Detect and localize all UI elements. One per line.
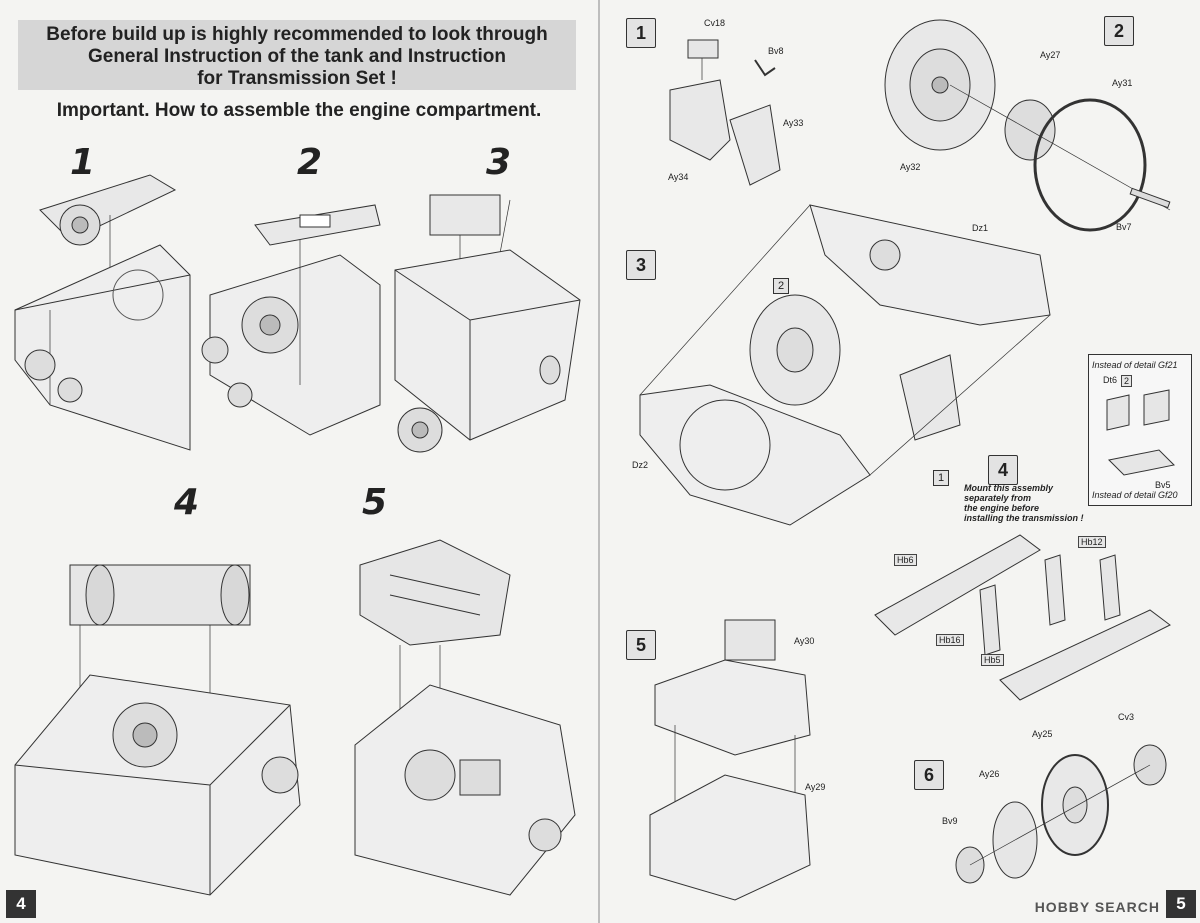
notice-text: Before build up is highly recommended to… bbox=[18, 24, 576, 90]
page-number: 5 bbox=[1166, 890, 1196, 918]
notice-line: for Transmission Set ! bbox=[197, 68, 397, 89]
hull-drawing-step4 bbox=[10, 535, 305, 905]
watermark: HOBBY SEARCH bbox=[1034, 899, 1160, 915]
part-label: Bv9 bbox=[942, 816, 958, 826]
part-label: Bv7 bbox=[1116, 222, 1132, 232]
part-label: Cv3 bbox=[1118, 712, 1135, 722]
step-number: 6 bbox=[914, 760, 944, 790]
step-number: 5 bbox=[626, 630, 656, 660]
notice-line: General Instruction of the tank and Inst… bbox=[87, 46, 507, 67]
alternative-detail-box bbox=[1088, 354, 1192, 506]
part-label: Hb5 bbox=[981, 654, 1004, 666]
part-label: Ay33 bbox=[783, 118, 804, 128]
part-label: Bv5 bbox=[1155, 480, 1171, 490]
fan-drawing bbox=[875, 10, 1185, 235]
instead-gf21-label: Instead of detail Gf21 bbox=[1092, 360, 1178, 370]
part-label: Ay25 bbox=[1032, 729, 1053, 739]
part-label: Dz1 bbox=[972, 223, 989, 233]
notice-box: Before build up is highly recommended to… bbox=[18, 20, 576, 90]
mount-note-line: Mount this assembly bbox=[964, 483, 1054, 493]
part-label: Ay34 bbox=[668, 172, 689, 182]
part-label: Hb6 bbox=[894, 554, 917, 566]
part-label: Hb16 bbox=[936, 634, 964, 646]
part-label: Bv8 bbox=[768, 46, 784, 56]
part-quantity: 2 bbox=[1121, 375, 1133, 387]
step-number: 1 bbox=[626, 18, 656, 48]
hull-drawing-step3 bbox=[390, 190, 590, 470]
step-number: 2 bbox=[1104, 16, 1134, 46]
hull-drawing-step5 bbox=[350, 535, 585, 905]
assembly-step-number: 4 bbox=[174, 482, 200, 523]
step-number: 4 bbox=[988, 455, 1018, 485]
right-page: 1 2 3 4 5 6 Cv18 Bv8 Ay33 Ay34 bbox=[600, 0, 1200, 923]
part-label: Ay29 bbox=[805, 782, 826, 792]
mount-note-line: the engine before bbox=[964, 503, 1040, 513]
notice-line: Before build up is highly recommended to… bbox=[46, 24, 548, 45]
housing-drawing bbox=[645, 615, 825, 905]
part-label: Ay31 bbox=[1112, 78, 1133, 88]
mount-note: Mount this assembly separately from the … bbox=[964, 483, 1084, 523]
duct-drawing bbox=[650, 20, 850, 200]
part-label: Cv18 bbox=[704, 18, 726, 28]
part-label: Ay32 bbox=[900, 162, 921, 172]
part-label: Dz2 bbox=[632, 460, 649, 470]
part-label: Ay30 bbox=[794, 636, 815, 646]
assembly-step-number: 3 bbox=[486, 142, 512, 183]
hull-drawing-step2 bbox=[200, 185, 385, 450]
assembly-step-number: 1 bbox=[70, 142, 96, 183]
part-label: Hb12 bbox=[1078, 536, 1106, 548]
assembly-step-number: 5 bbox=[362, 482, 388, 523]
mount-note-line: installing the transmission ! bbox=[964, 513, 1084, 523]
part-label: Ay26 bbox=[979, 769, 1000, 779]
flywheel-drawing bbox=[940, 735, 1180, 905]
step-reference: 1 bbox=[933, 470, 949, 486]
compartment-drawing bbox=[630, 195, 1060, 535]
step-number: 3 bbox=[626, 250, 656, 280]
step-reference: 2 bbox=[773, 278, 789, 294]
frame-drawing bbox=[870, 530, 1190, 710]
page-number: 4 bbox=[6, 890, 36, 918]
mount-note-line: separately from bbox=[964, 493, 1032, 503]
left-page: Before build up is highly recommended to… bbox=[0, 0, 600, 923]
part-label: Dt6 bbox=[1103, 375, 1118, 385]
important-heading: Important. How to assemble the engine co… bbox=[56, 100, 542, 121]
part-label: Ay27 bbox=[1040, 50, 1061, 60]
hull-drawing-step1 bbox=[10, 165, 195, 465]
instead-gf20-label: Instead of detail Gf20 bbox=[1092, 490, 1178, 500]
assembly-step-number: 2 bbox=[297, 142, 323, 183]
